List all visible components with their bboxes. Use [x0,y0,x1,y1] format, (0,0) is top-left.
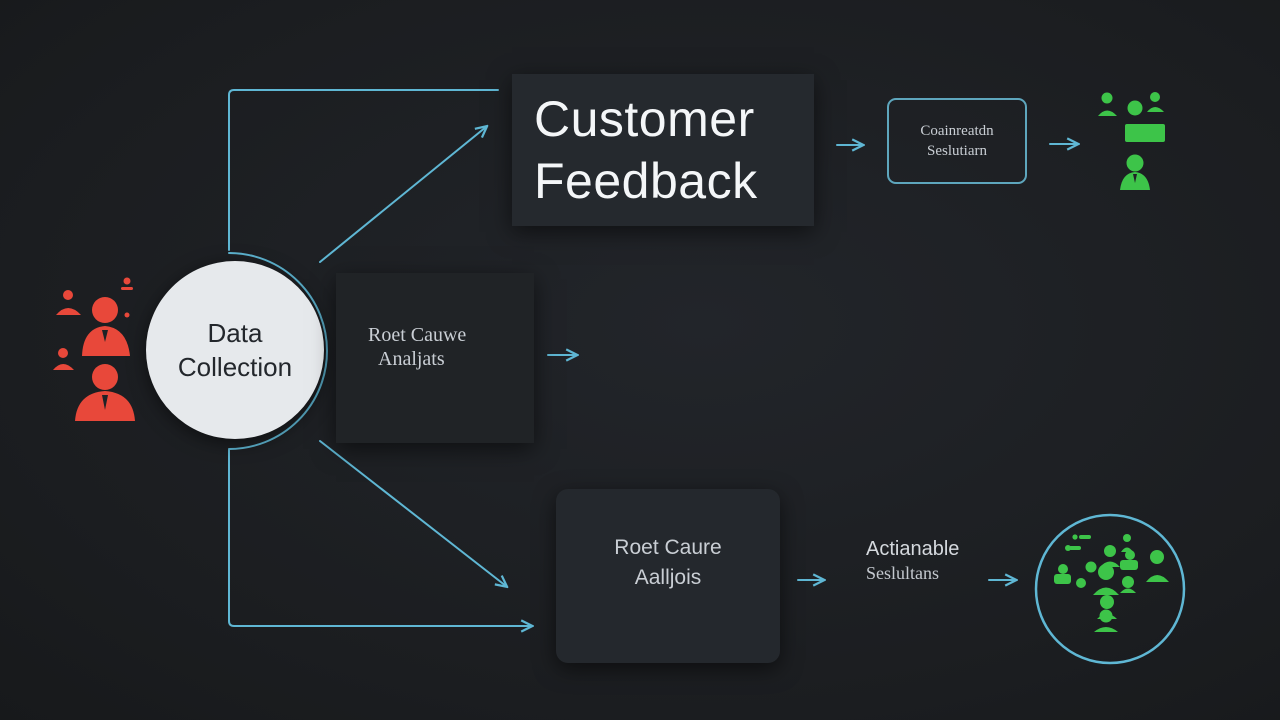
data-collection-node: Data Collection [146,261,324,439]
connector-diagonal-up [319,127,486,263]
root-cause-node-bottom: Roet Caure Aalljois [556,489,780,663]
actionable-line1: Actianable [866,538,960,560]
people-network-icon [1034,513,1186,665]
connector-bottom-bracket [228,449,531,626]
customer-feedback-line2: Feedback [534,153,758,209]
data-collection-line2: Collection [177,352,293,382]
actionable-line2: Seslultans [866,563,940,583]
solution-line1: Coainreatdn [920,123,994,139]
actionable-solutions-label: Actianable Seslultans [866,537,959,585]
root-cause-node-middle: Roet Cauwe Analjats [336,273,534,443]
person-group-icon [1098,92,1165,190]
root-cause-bottom-line1: Roet Caure [614,536,722,559]
solution-line2: Seslutiarn [927,143,987,159]
data-collection-line1: Data [207,318,263,348]
customer-feedback-node: Customer Feedback [512,74,814,226]
customer-feedback-line1: Customer [534,91,755,147]
circle-outline-arc [228,252,328,450]
connector-top-bracket [228,89,499,251]
root-cause-middle-line1: Roet Cauwe [368,324,467,346]
root-cause-middle-line2: Analjats [378,348,445,370]
solution-node: Coainreatdn Seslutiarn [887,98,1027,184]
person-group-icon [53,277,135,421]
root-cause-bottom-line2: Aalljois [634,566,702,589]
connector-diagonal-down [319,440,506,586]
